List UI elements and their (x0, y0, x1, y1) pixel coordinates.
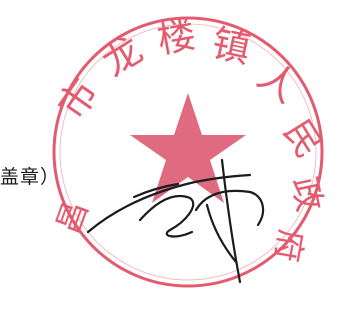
seal-char-7: 政 (283, 174, 329, 216)
seal-char-3: 楼 (154, 12, 199, 62)
seal-char-5: 人 (250, 53, 306, 111)
seal-instruction-text: 盖章） (0, 166, 61, 188)
seal-char-8: 府 (268, 227, 311, 265)
seal-star-icon (130, 93, 246, 203)
seal-char-2: 龙 (94, 27, 150, 84)
official-seal: 昌 市 龙 楼 镇 人 民 政 府 (49, 12, 329, 288)
handwritten-signature (86, 158, 265, 284)
seal-ring (52, 16, 324, 288)
seal-char-4: 镇 (208, 21, 254, 72)
seal-ring-inner (59, 23, 317, 281)
